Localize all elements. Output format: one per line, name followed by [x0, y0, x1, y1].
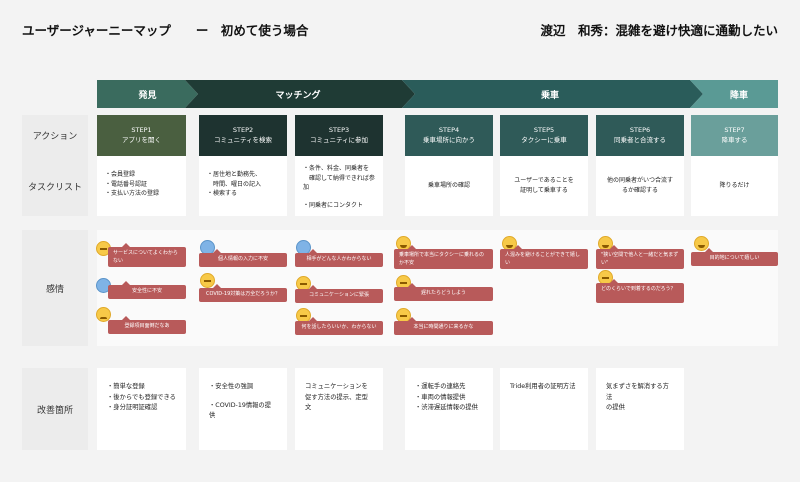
step-number: STEP7 — [724, 125, 745, 134]
step-6: STEP6 同乗者と合流する — [596, 115, 684, 156]
phase-bar — [97, 80, 778, 108]
emotion-bubble: 人混みを避けることができて嬉しい — [500, 245, 588, 269]
improvement-line: Tride利用者の証明方法 — [510, 383, 576, 390]
phase-arrow-discover — [97, 80, 198, 108]
happy-face-icon — [694, 236, 709, 251]
task-card-1: ・会員登録 ・電話番号認証 ・支払い方法の登録 — [97, 156, 186, 216]
emotion-bubble: 安全性に不安 — [108, 281, 186, 299]
step-number: STEP6 — [629, 125, 651, 134]
task-line: 乗車場所の確認 — [427, 182, 470, 190]
emotion-bubble: 本当に時間通りに来るかな — [394, 317, 493, 335]
emotion-bubble: 乗車場所で本当にタクシーに乗れるのか不安 — [394, 245, 493, 269]
task-card-6: 他の同乗者がいつ合流す るか確認する — [596, 156, 684, 216]
step-label: 降車する — [721, 135, 748, 144]
step-label: コミュニティを検索 — [213, 135, 273, 144]
emotion-bubble: 目的地について嬉しい — [691, 248, 778, 266]
emotion-bubble: 個人情報の入力に不安 — [199, 249, 287, 267]
task-card-7: 降りるだけ — [691, 156, 778, 216]
improvement-card-1: ・簡単な登録 ・後からでも登録できる ・身分証明証確認 — [97, 368, 186, 450]
phase-arrow-exit — [690, 80, 778, 108]
task-line: ・検索する — [207, 190, 238, 198]
emotion-bubble: サービスについてよくわからない — [108, 243, 186, 267]
task-line: 他の同乗者がいつ合流す — [606, 177, 673, 185]
improvement-line: コミュニケーションを — [305, 383, 368, 390]
improvement-card-2: ・安全性の強調 ・COVID-19情報の提供 — [199, 368, 287, 450]
improvement-line: ・簡単な登録 — [107, 383, 145, 390]
emotion-bubble: 相手がどんな人かわからない — [295, 249, 383, 267]
improvement-card-6: 気まずさを解消する方法 の提供 — [596, 368, 684, 450]
phase-label-match: マッチング — [275, 91, 321, 101]
task-line: ・同乗者にコンタクト — [303, 201, 364, 209]
task-line — [303, 193, 375, 201]
task-card-2: ・居住地と勤務先、 時間、曜日の記入 ・検索する — [199, 156, 287, 216]
task-line: 確認して納得できれば参加 — [303, 174, 375, 192]
task-line: 時間、曜日の記入 — [207, 180, 262, 188]
emotion-bubble: 何を話したらいいか、わからない — [295, 317, 383, 335]
step-3: STEP3 コミュニティに参加 — [295, 115, 383, 156]
improvement-line: ・身分証明証確認 — [107, 404, 158, 412]
task-line: ・居住地と勤務先、 — [207, 171, 262, 178]
step-number: STEP2 — [232, 125, 254, 134]
phase-label-exit: 降車 — [729, 91, 748, 101]
improvement-line: 気まずさを解消する方法 — [606, 383, 669, 401]
improvement-line: ・車両の情報提供 — [415, 393, 466, 401]
improvement-line: ・COVID-19情報の提供 — [209, 401, 272, 420]
row-label-emotion: 感情 — [22, 230, 88, 346]
step-label: アプリを開く — [122, 135, 161, 144]
emotion-bubble: どのくらいで到着するのだろう？ — [596, 279, 684, 303]
phase-arrow-ride — [402, 80, 703, 108]
improvement-line: の提供 — [606, 404, 625, 412]
improvement-line: 促す方法の提示、定型文 — [305, 393, 368, 412]
phase-label-discover: 発見 — [138, 91, 157, 101]
persona-title: 渡辺 和秀：混雑を避け快適に通勤したい — [540, 23, 778, 38]
step-4: STEP4 乗車場所に向かう — [405, 115, 493, 156]
improvement-line — [209, 393, 277, 401]
think-face-icon — [200, 273, 215, 288]
emotion-bubble: COVID-19対策は万全だろうか？ — [199, 284, 287, 302]
improvement-line: ・後からでも登録できる — [107, 393, 176, 401]
task-line: ・条件、料金、同乗者を — [303, 165, 370, 172]
step-number: STEP3 — [328, 125, 350, 134]
improvement-card-5: Tride利用者の証明方法 — [500, 368, 588, 450]
row-label-improvement: 改善箇所 — [22, 368, 88, 450]
step-2: STEP2 コミュニティを検索 — [199, 115, 287, 156]
step-label: 同乗者と合流する — [614, 135, 666, 144]
emotion-bubble: コミュニケーションに緊張 — [295, 285, 383, 303]
step-7: STEP7 降車する — [691, 115, 778, 156]
sad-face-icon — [96, 307, 111, 322]
emotion-bubble: "狭い空間で他人と一緒だと気まずい" — [596, 245, 684, 269]
task-line: 証明して乗車する — [520, 187, 568, 194]
emotion-bubble: 遅れたらどうしよう — [394, 283, 493, 301]
phase-label-ride: 乗車 — [540, 91, 559, 101]
task-line: ・支払い方法の登録 — [105, 190, 160, 198]
task-card-4: 乗車場所の確認 — [405, 156, 493, 216]
task-card-3: ・条件、料金、同乗者を 確認して納得できれば参加 ・同乗者にコンタクト — [295, 156, 383, 216]
step-1: STEP1 アプリを開く — [97, 115, 186, 156]
task-line: ・会員登録 — [105, 171, 136, 178]
step-number: STEP1 — [131, 125, 152, 134]
task-line: 降りるだけ — [719, 182, 750, 190]
improvement-line: ・渋滞遅延情報の提供 — [415, 404, 478, 412]
row-label-action: アクション — [22, 115, 88, 156]
task-card-5: ユーザーであることを 証明して乗車する — [500, 156, 588, 216]
step-label: 乗車場所に向かう — [423, 135, 475, 144]
step-number: STEP5 — [533, 125, 555, 134]
task-line: ユーザーであることを — [514, 177, 574, 185]
improvement-line: ・運転手の連絡先 — [415, 383, 466, 390]
task-line: ・電話番号認証 — [105, 180, 148, 188]
improvement-card-4: ・運転手の連絡先 ・車両の情報提供 ・渋滞遅延情報の提供 — [405, 368, 493, 450]
row-label-tasks: タスクリスト — [22, 156, 88, 216]
improvement-line: ・安全性の強調 — [209, 383, 254, 390]
phase-arrow-match — [185, 80, 415, 108]
improvement-card-3: コミュニケーションを 促す方法の提示、定型文 — [295, 368, 383, 450]
emotion-bubble: 登録項目面倒だなあ — [108, 316, 186, 334]
step-5: STEP5 タクシーに乗車 — [500, 115, 588, 156]
step-number: STEP4 — [438, 125, 460, 134]
step-label: コミュニティに参加 — [309, 135, 369, 144]
page-title: ユーザージャーニーマップ ー 初めて使う場合 — [22, 23, 309, 38]
task-line: るか確認する — [621, 187, 658, 194]
step-label: タクシーに乗車 — [521, 135, 567, 144]
